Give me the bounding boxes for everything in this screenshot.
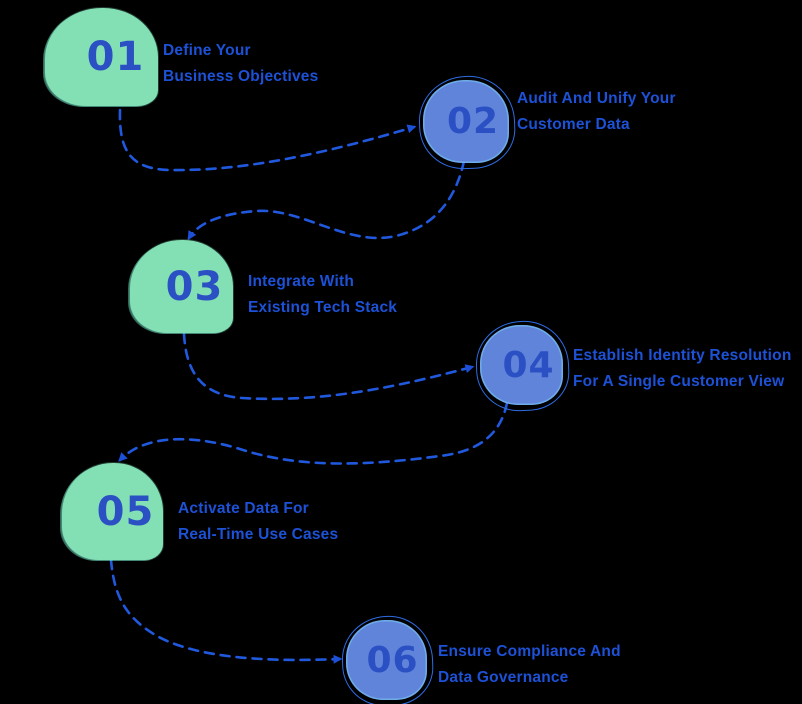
step-6-label: Ensure Compliance And Data Governance: [438, 639, 621, 691]
connector-step4-step5: [118, 401, 509, 465]
step-4-label: Establish Identity Resolution For A Sing…: [573, 343, 792, 395]
connector-step3-step4: [182, 332, 475, 401]
connector-step5-step6: [109, 558, 343, 664]
step-5-label-line1: Activate Data For: [178, 500, 309, 517]
step-3-label-line2: Existing Tech Stack: [248, 299, 398, 316]
step-6-label-line2: Data Governance: [438, 669, 569, 686]
step-2-label-line1: Audit And Unify Your: [517, 90, 676, 107]
step-5-number: 05: [96, 488, 155, 535]
step-5-label: Activate Data For Real-Time Use Cases: [178, 496, 338, 548]
step-5-blob: 05: [62, 463, 163, 560]
step-2-label: Audit And Unify Your Customer Data: [517, 86, 676, 138]
step-1-number: 01: [86, 34, 145, 80]
step-4-blob: 04: [480, 325, 563, 405]
step-4-label-line2: For A Single Customer View: [573, 373, 785, 390]
step-5-label-line2: Real-Time Use Cases: [178, 526, 339, 543]
step-1-label: Define Your Business Objectives: [163, 38, 318, 90]
connector-step1-step2: [118, 108, 417, 172]
step-2-blob: 02: [423, 80, 509, 163]
step-3-blob: 03: [130, 240, 233, 333]
step-3-label: Integrate With Existing Tech Stack: [248, 269, 397, 321]
connector-step2-step3: [187, 159, 466, 241]
step-4-number: 04: [502, 344, 555, 386]
step-3-number: 03: [165, 263, 224, 310]
step-4-label-line1: Establish Identity Resolution: [573, 347, 792, 364]
step-1-blob: 01: [45, 8, 158, 106]
step-1-label-line2: Business Objectives: [163, 68, 319, 85]
step-2-label-line2: Customer Data: [517, 116, 630, 133]
step-2-number: 02: [446, 101, 500, 142]
step-6-blob: 06: [346, 620, 427, 700]
step-6-label-line1: Ensure Compliance And: [438, 643, 621, 660]
step-3-label-line1: Integrate With: [248, 273, 354, 290]
step-1-label-line1: Define Your: [163, 42, 251, 59]
step-6-number: 06: [366, 639, 419, 681]
